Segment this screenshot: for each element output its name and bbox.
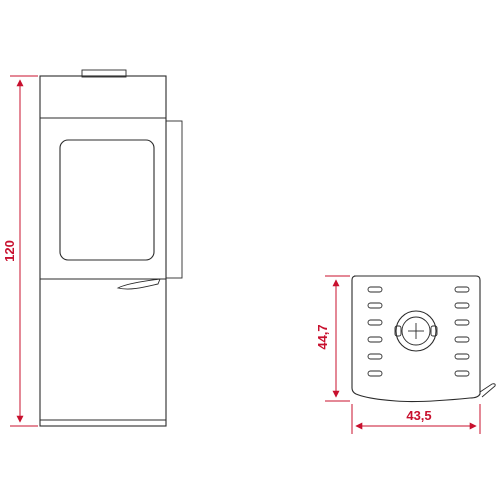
flue-inner-ring (401, 316, 431, 346)
vent-slot (454, 336, 470, 343)
width-dimension: 43,5 (351, 404, 481, 434)
door-glass-window (59, 139, 155, 261)
vent-slot (367, 302, 383, 309)
vent-slot (454, 302, 470, 309)
vent-slot (454, 286, 470, 293)
right-vent-slots (454, 286, 470, 377)
air-intake-spout (479, 383, 496, 398)
height-dimension: 120 (2, 75, 38, 427)
height-dimension-label: 120 (2, 240, 17, 262)
vent-slot (367, 353, 383, 360)
stove-front-view (39, 69, 183, 427)
vent-slot (454, 353, 470, 360)
door-handle-lever (116, 278, 161, 290)
footprint-outline (351, 275, 481, 403)
vent-slot (367, 336, 383, 343)
vent-slot (367, 370, 383, 377)
vent-slot (367, 319, 383, 326)
stove-body-outline (39, 75, 167, 427)
width-dimension-label: 43,5 (406, 408, 431, 423)
vent-slot (454, 370, 470, 377)
top-flue-collar (81, 69, 127, 78)
depth-dimension-label: 44,7 (315, 324, 330, 349)
flue-outer-ring (395, 310, 437, 352)
flue-clip-right (430, 325, 438, 337)
vent-slot (454, 319, 470, 326)
depth-dimension: 44,7 (315, 275, 350, 402)
flue-outlet (394, 310, 438, 352)
flue-clip-left (394, 325, 402, 337)
stove-top-view (351, 275, 496, 403)
side-handle-panel (165, 120, 183, 279)
vent-slot (367, 286, 383, 293)
left-vent-slots (367, 286, 383, 377)
